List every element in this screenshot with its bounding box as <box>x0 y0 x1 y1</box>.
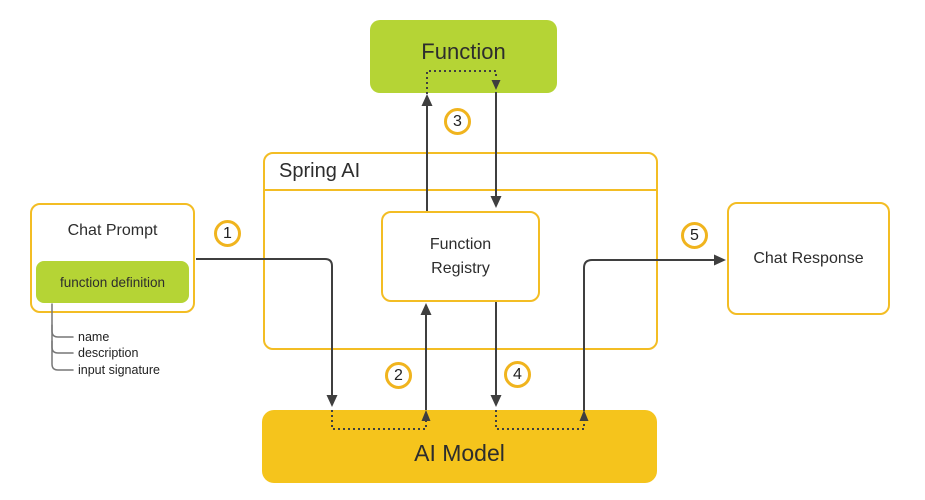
step-circle-5-label: 5 <box>690 226 699 244</box>
chat-response-box: Chat Response <box>727 202 890 315</box>
function-registry-label: Function Registry <box>429 235 492 277</box>
function-definition-label: function definition <box>59 274 166 290</box>
flow-4-arrowhead-down <box>490 395 502 407</box>
step-circle-5: 5 <box>681 222 708 249</box>
field-label-input-signature: input signature <box>78 362 161 377</box>
spring-ai-title-label: Spring AI <box>279 160 361 182</box>
flow-1-arrowhead-down <box>326 395 338 407</box>
chat-prompt-box: Chat Prompt function definition <box>30 203 195 313</box>
step-circle-1-label: 1 <box>223 224 232 242</box>
ai-model-box: AI Model <box>262 410 657 483</box>
field-label-description: description <box>78 345 139 360</box>
chat-prompt-label: Chat Prompt <box>67 222 158 239</box>
flow-5-arrowhead-right <box>714 254 726 266</box>
step-circle-2: 2 <box>385 362 412 389</box>
function-box: Function <box>370 20 557 93</box>
step-circle-3-label: 3 <box>453 112 462 130</box>
field-label-name: name <box>78 329 110 344</box>
bracket-line-description <box>51 324 74 354</box>
step-circle-2-label: 2 <box>394 366 403 384</box>
function-definition-box: function definition <box>36 261 189 303</box>
chat-response-label: Chat Response <box>753 249 864 267</box>
step-circle-3: 3 <box>444 108 471 135</box>
flow-3-arrowhead-up <box>421 94 433 106</box>
step-circle-4: 4 <box>504 361 531 388</box>
bracket-line-input-signature <box>51 340 74 371</box>
ai-model-label: AI Model <box>414 440 505 466</box>
spring-ai-box: Spring AI <box>263 152 658 350</box>
step-circle-1: 1 <box>214 220 241 247</box>
step-circle-4-label: 4 <box>513 365 522 383</box>
spring-ai-title: Spring AI <box>265 154 656 191</box>
function-registry-box: Function Registry <box>381 211 540 302</box>
function-box-label: Function <box>421 38 506 64</box>
